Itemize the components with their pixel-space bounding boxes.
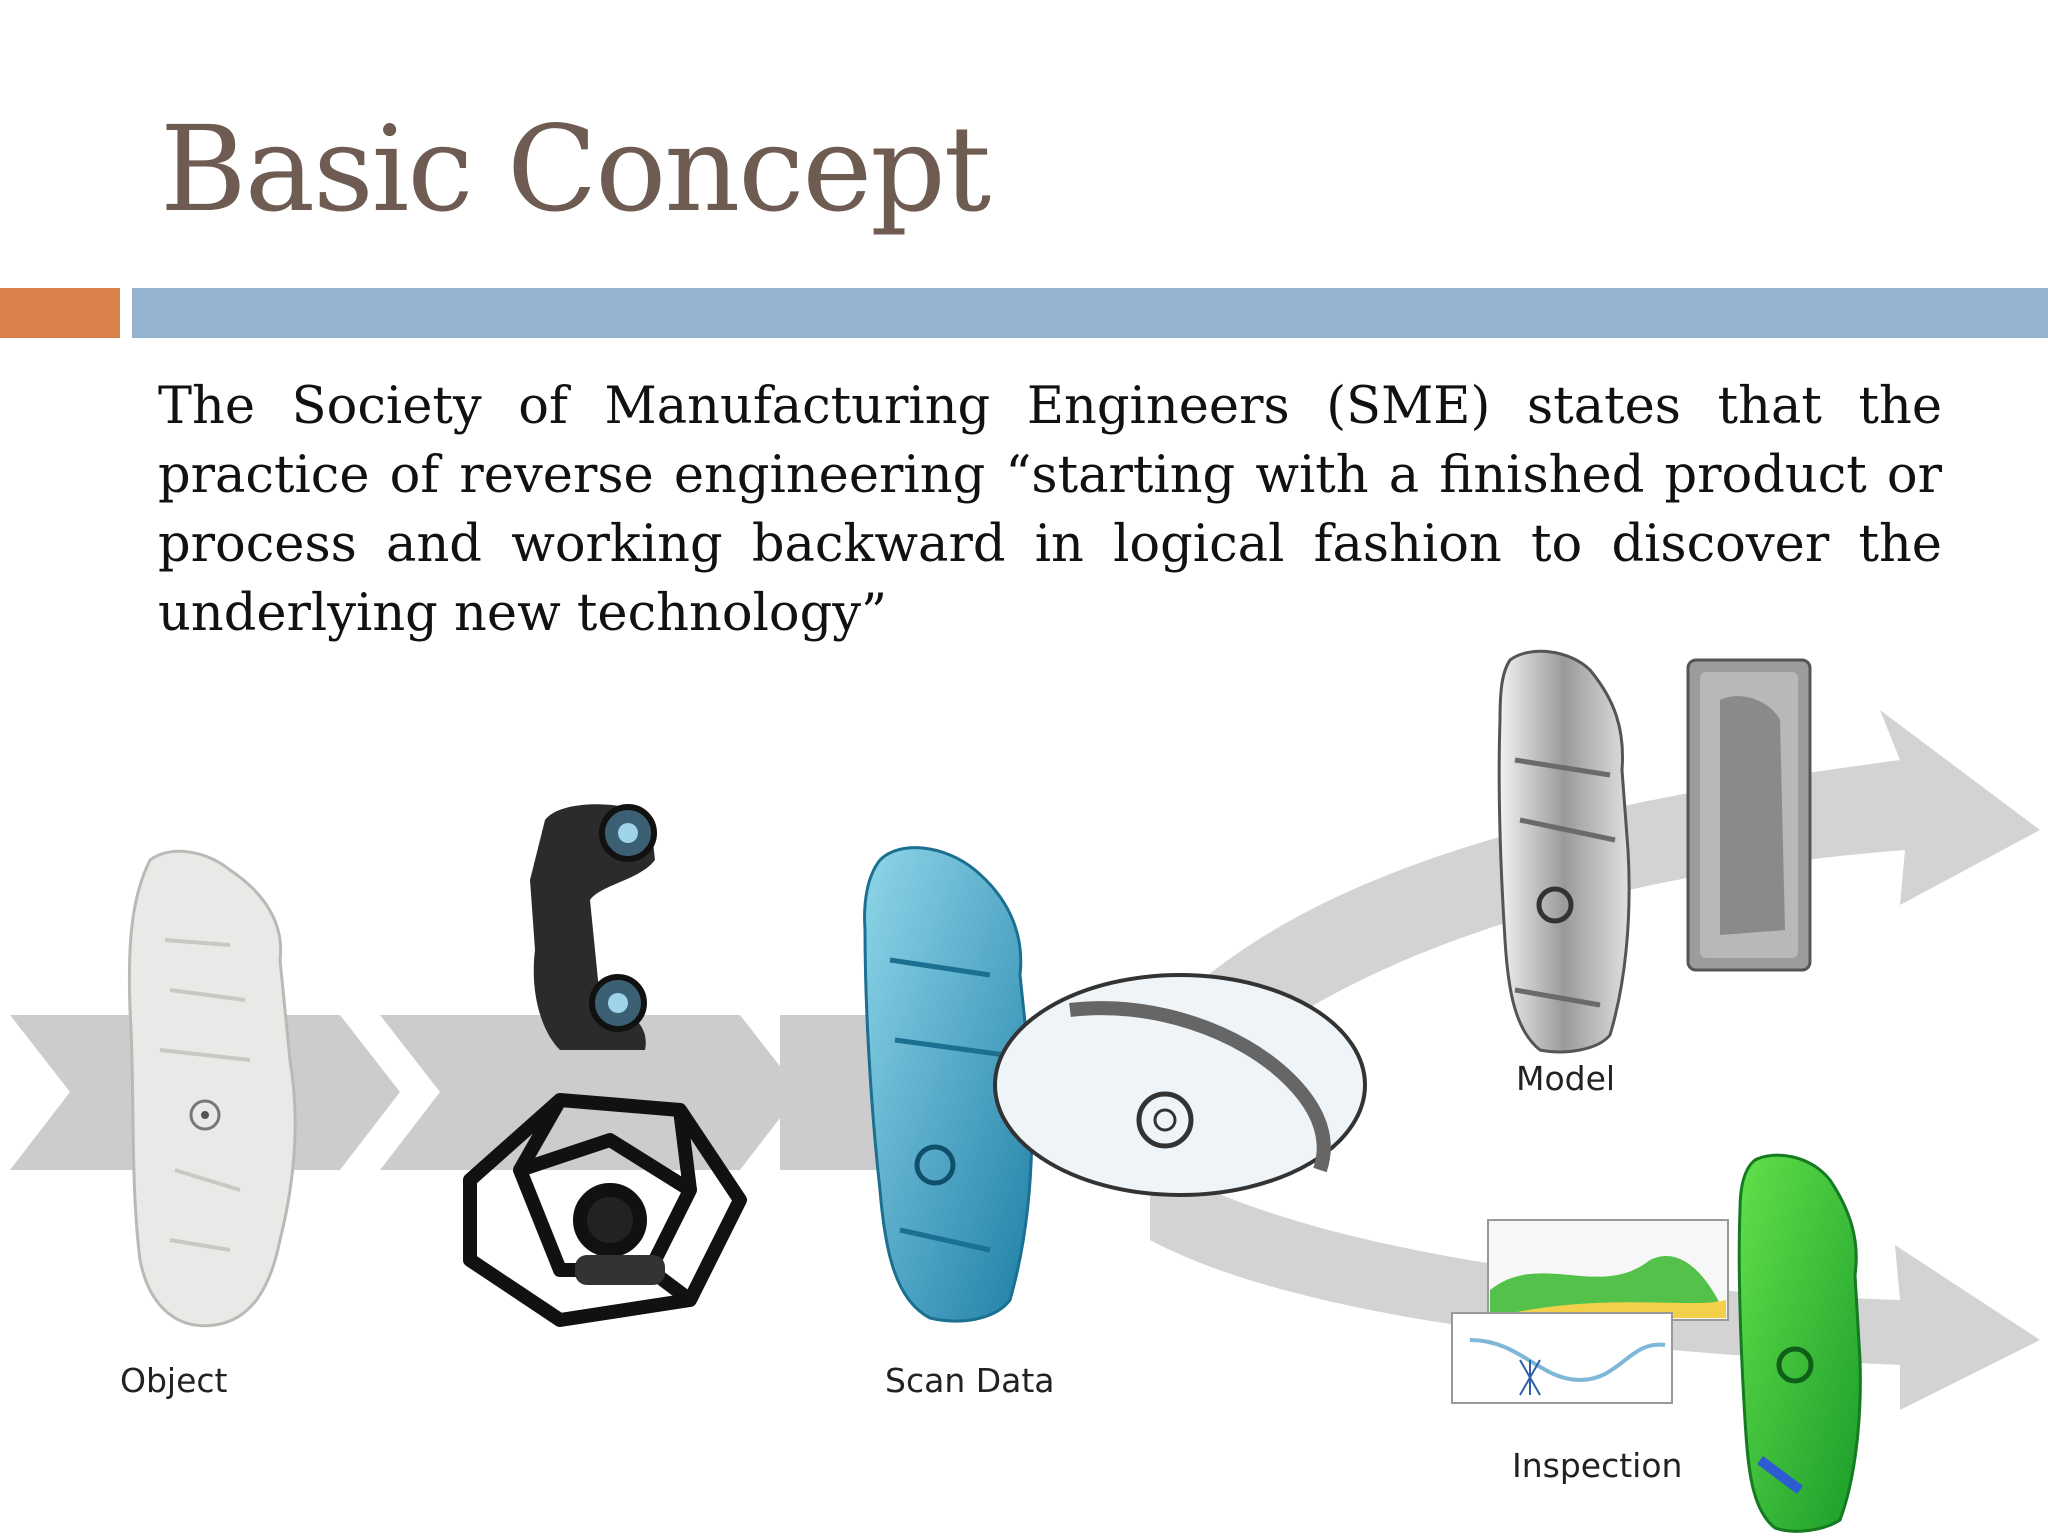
model-part-image xyxy=(1497,649,1631,1054)
label-object: Object xyxy=(120,1361,228,1400)
optical-tracker-image xyxy=(463,1093,747,1327)
label-scan-data: Scan Data xyxy=(885,1361,1055,1400)
label-model: Model xyxy=(1516,1059,1615,1098)
scan-zoom-detail xyxy=(993,973,1367,1197)
reverse-engineering-process-diagram: Object Scan Data Model Inspection xyxy=(10,649,2040,1533)
object-part-image xyxy=(127,849,297,1328)
slide-title: Basic Concept xyxy=(160,100,991,238)
mold-plate-image xyxy=(1686,658,1812,972)
scan-data-image xyxy=(863,846,1034,1323)
handheld-scanner-image xyxy=(530,804,657,1050)
title-rule-bar xyxy=(132,288,2048,338)
label-inspection: Inspection xyxy=(1512,1446,1682,1485)
inspection-chart-image xyxy=(1451,1219,1729,1404)
body-paragraph: The Society of Manufacturing Engineers (… xyxy=(158,377,1942,643)
title-rule-accent xyxy=(0,288,120,338)
inspection-part-image xyxy=(1737,1153,1862,1533)
